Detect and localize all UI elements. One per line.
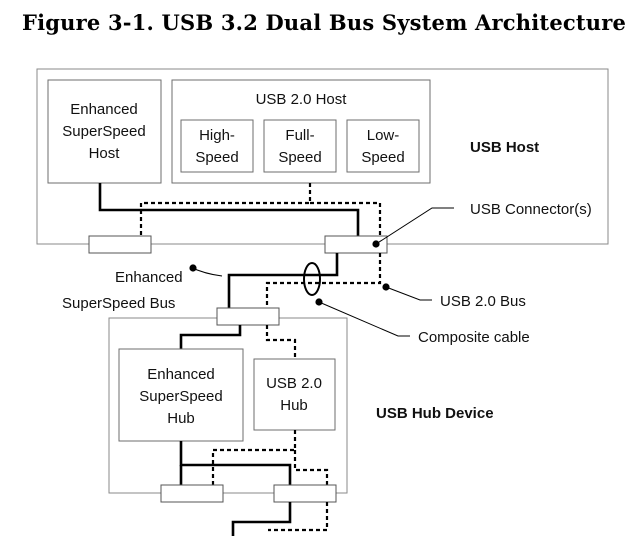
enhanced-hub-line-1: Enhanced — [147, 366, 215, 383]
usb-hub-device-label: USB Hub Device — [376, 405, 494, 422]
low-speed-box — [346, 119, 420, 173]
usb2-host-title: USB 2.0 Host — [256, 91, 348, 108]
host-usb2-bus-line-right — [310, 201, 382, 237]
usb-connectors-leader — [375, 207, 454, 245]
high-speed-line-1: High- — [199, 127, 235, 144]
usb-connectors-label: USB Connector(s) — [470, 201, 592, 218]
host-usb2-bus-line — [139, 183, 312, 237]
hub-usb2-upstream-line — [265, 325, 297, 359]
downstream-usb2-cable — [268, 502, 329, 532]
cable-usb2-line — [265, 253, 382, 308]
usb2-hub-box — [253, 358, 336, 431]
full-speed-line-1: Full- — [285, 127, 314, 144]
usb-host-label: USB Host — [470, 139, 539, 156]
low-speed-line-2: Speed — [361, 149, 404, 166]
hub-downstream-connector-right — [273, 484, 337, 503]
cable-superspeed-line — [227, 253, 339, 308]
enhanced-bus-label-line-2: SuperSpeed Bus — [62, 295, 175, 312]
enhanced-superspeed-hub-box — [118, 348, 244, 442]
usb2-bus-label: USB 2.0 Bus — [440, 293, 526, 310]
enhanced-host-line-2: SuperSpeed — [62, 123, 145, 140]
high-speed-line-2: Speed — [195, 149, 238, 166]
usb2-hub-line-2: Hub — [280, 397, 308, 414]
host-superspeed-bus-line — [98, 183, 360, 237]
enhanced-hub-line-3: Hub — [167, 410, 195, 427]
usb2-bus-leader — [385, 286, 432, 301]
downstream-superspeed-cable — [231, 502, 292, 536]
enhanced-superspeed-host-box — [47, 79, 162, 184]
host-connector-left — [88, 235, 152, 254]
enhanced-bus-dot — [189, 264, 197, 272]
enhanced-hub-line-2: SuperSpeed — [139, 388, 222, 405]
hub-usb2-downstream-line — [211, 430, 297, 485]
low-speed-line-1: Low- — [367, 127, 400, 144]
hub-upstream-connector — [216, 307, 280, 326]
composite-cable-ellipse — [303, 262, 321, 296]
full-speed-line-2: Speed — [278, 149, 321, 166]
enhanced-host-line-3: Host — [89, 145, 121, 162]
composite-cable-label: Composite cable — [418, 329, 530, 346]
host-connector-right — [324, 235, 388, 254]
high-speed-box — [180, 119, 254, 173]
usb2-hub-line-1: USB 2.0 — [266, 375, 322, 392]
composite-cable-leader — [318, 301, 410, 337]
hub-usb2-downstream-right — [293, 450, 329, 485]
hub-downstream-connector-left — [160, 484, 224, 503]
hub-superspeed-upstream-line — [179, 325, 242, 349]
hub-superspeed-downstream-line — [179, 441, 292, 485]
enhanced-bus-label-line-1: Enhanced — [115, 269, 183, 286]
figure-title: Figure 3-1. USB 3.2 Dual Bus System Arch… — [22, 10, 627, 35]
enhanced-host-line-1: Enhanced — [70, 101, 138, 118]
full-speed-box — [263, 119, 337, 173]
